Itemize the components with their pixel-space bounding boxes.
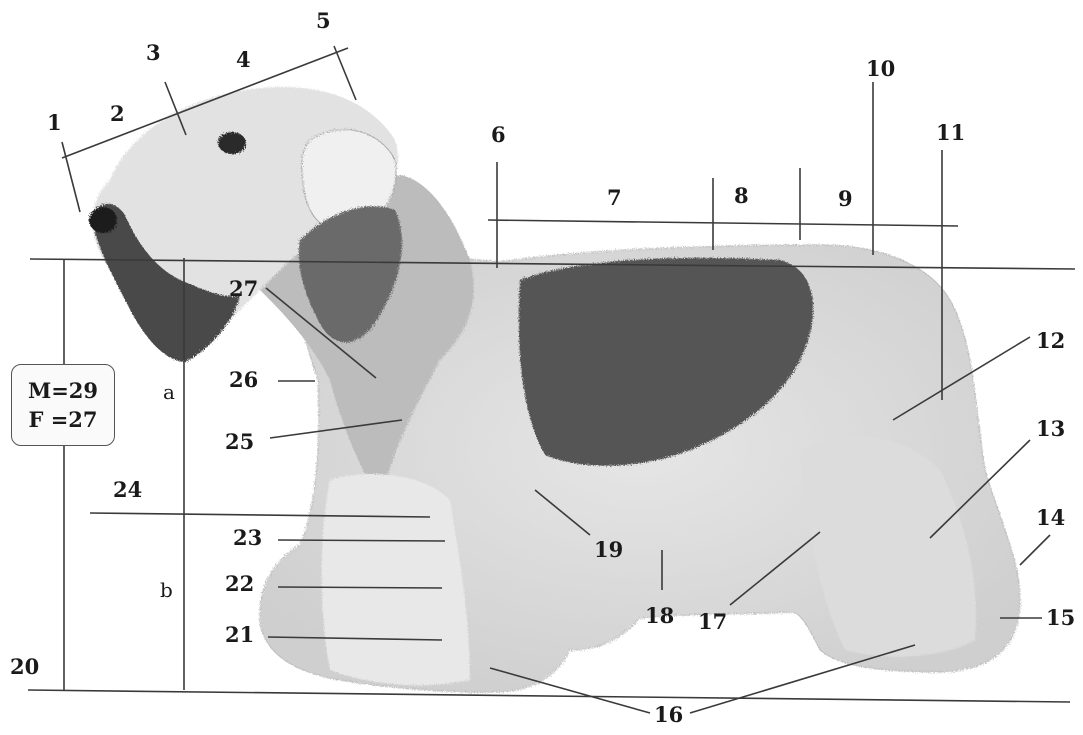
callout-17: 17 [698,611,727,632]
callout-5: 5 [316,10,331,31]
callout-3: 3 [146,42,161,63]
callout-22: 22 [225,573,254,594]
dog-eye [218,132,246,154]
line-pointer-22 [278,587,442,588]
callout-19: 19 [594,539,623,560]
callout-25: 25 [225,431,254,452]
callout-15: 15 [1046,607,1075,628]
female-height-label: F =27 [28,407,97,432]
line-body-top [488,220,958,226]
callout-26: 26 [229,369,258,390]
callout-12: 12 [1036,330,1065,351]
callout-23: 23 [233,527,262,548]
label-b: b [160,580,173,600]
callout-24: 24 [113,479,142,500]
callout-18: 18 [645,605,674,626]
male-height-label: M=29 [28,378,98,403]
callout-9: 9 [838,188,853,209]
callout-14: 14 [1036,507,1065,528]
line-pointer-16b [690,645,915,713]
callout-11: 11 [936,122,965,143]
callout-21: 21 [225,624,254,645]
callout-20: 20 [10,656,39,677]
line-ground [28,690,1070,702]
callout-2: 2 [110,103,125,124]
callout-8: 8 [734,185,749,206]
callout-6: 6 [491,124,506,145]
callout-7: 7 [607,187,622,208]
line-head-tick-5 [334,46,356,100]
line-pointer-14 [1020,535,1050,565]
dog-front-leg [322,474,470,685]
label-a: a [163,382,175,402]
callout-4: 4 [236,49,251,70]
line-pointer-23 [278,540,445,541]
height-legend-box: M=29 F =27 [11,364,115,446]
callout-27: 27 [229,278,258,299]
callout-13: 13 [1036,418,1065,439]
dog-nose [89,207,117,233]
callout-16: 16 [654,704,683,725]
callout-1: 1 [47,112,62,133]
callout-10: 10 [866,58,895,79]
